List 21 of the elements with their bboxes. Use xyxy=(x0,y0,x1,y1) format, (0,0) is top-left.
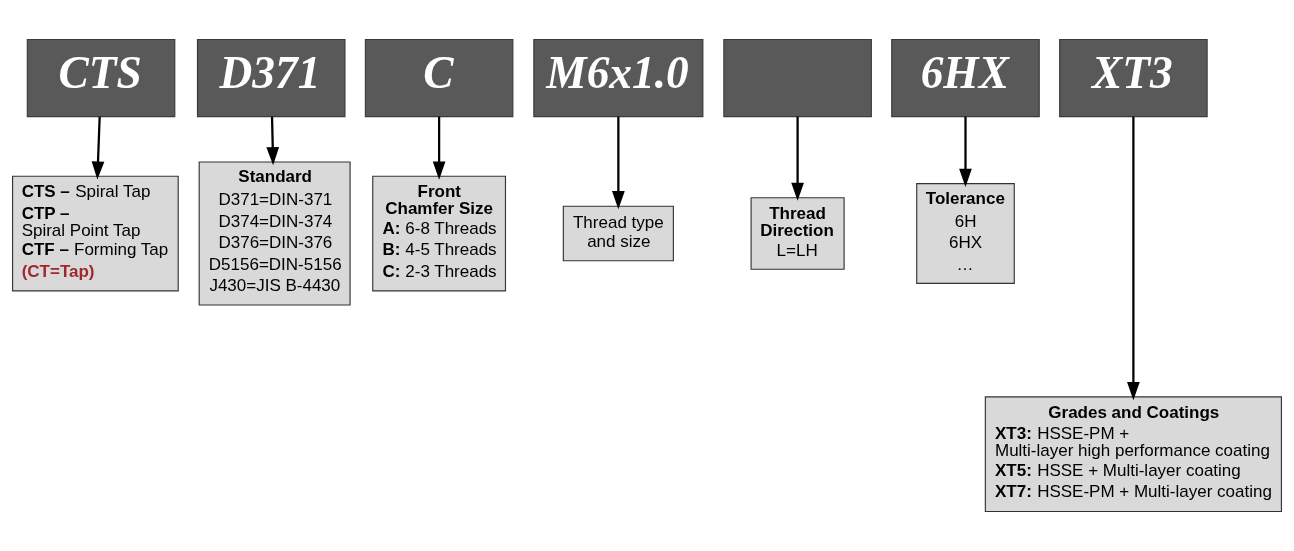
node-box: Grades and Coatings XT3: HSSE-PM + Multi-layer high performance coating XT5: HSSE + Multi-layer coating XT7: HSSE-PM + Multi-layer coating xyxy=(984,396,1282,513)
node-box: Front Chamfer Size A: 6-8 Threads B: 4-5 Threads C: 2-3 Threads xyxy=(372,175,507,292)
node-box: Tolerance 6H 6HX … xyxy=(916,183,1015,284)
node-box: CTS xyxy=(26,38,176,118)
node-box: Thread type and size xyxy=(562,205,674,262)
node-box xyxy=(723,38,872,118)
arrow xyxy=(959,116,972,187)
node-box: D371 xyxy=(196,38,346,118)
node-box: 6HX xyxy=(891,38,1040,118)
node-box: M6x1.0 xyxy=(533,38,704,118)
node-box: Thread Direction L=LH xyxy=(750,197,845,270)
node-box: CTS – Spiral Tap CTP – Spiral Point Tap CTF – Forming Tap (CT=Tap) xyxy=(12,175,179,292)
arrow xyxy=(432,116,446,180)
arrow xyxy=(266,116,280,166)
arrow xyxy=(91,116,105,180)
arrow xyxy=(612,116,625,210)
arrow xyxy=(791,116,804,201)
node-box: XT3 xyxy=(1059,38,1208,118)
arrow xyxy=(1127,116,1140,401)
node-box: Standard D371=DIN-371 D374=DIN-374 D376=DIN-376 D5156=DIN-5156 J430=JIS B-4430 xyxy=(198,161,351,306)
node-box: C xyxy=(364,38,514,118)
